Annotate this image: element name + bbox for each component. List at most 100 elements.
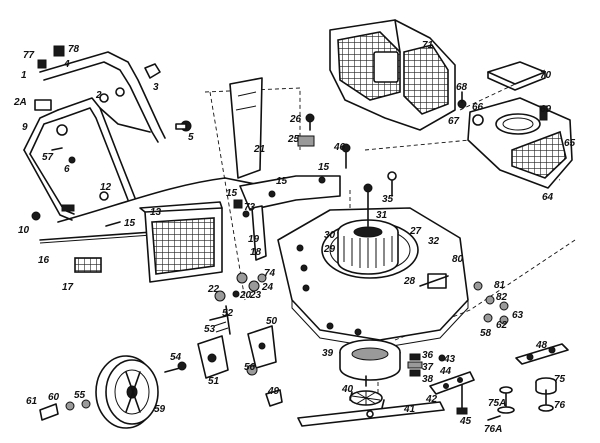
blade-carrier — [339, 339, 401, 381]
cable-and-rod — [39, 177, 271, 244]
part-label-75A: 75A — [488, 398, 506, 409]
blade-bracket — [429, 354, 475, 395]
wheel-height-adjuster — [197, 305, 277, 379]
part-label-67: 67 — [448, 116, 460, 127]
part-label-52: 52 — [222, 308, 234, 319]
part-label-16: 16 — [38, 255, 50, 266]
part-label-38: 38 — [422, 374, 434, 385]
part-label-74: 74 — [264, 268, 276, 279]
engine-cover-hood — [457, 91, 573, 189]
part-label-22: 22 — [207, 284, 220, 295]
part-label-28: 28 — [403, 276, 416, 287]
part-label-53: 53 — [204, 324, 216, 335]
part-label-61: 61 — [26, 396, 38, 407]
part-label-78: 78 — [68, 44, 80, 55]
wheel — [95, 355, 159, 429]
part-label-27: 27 — [409, 226, 422, 237]
part-label-15-d: 15 — [318, 162, 330, 173]
part-label-76: 76 — [554, 400, 566, 411]
part-label-48: 48 — [535, 340, 548, 351]
part-label-65: 65 — [564, 138, 576, 149]
part-label-59: 59 — [154, 404, 166, 415]
part-label-12: 12 — [100, 182, 112, 193]
part-label-57: 57 — [42, 152, 54, 163]
part-label-20: 20 — [239, 290, 252, 301]
cable-guide — [297, 113, 315, 147]
part-label-81: 81 — [494, 280, 506, 291]
warning-label-tag — [74, 257, 102, 273]
part-label-39: 39 — [322, 348, 334, 359]
part-label-36: 36 — [422, 350, 434, 361]
electric-motor — [337, 143, 399, 275]
rear-deflector — [229, 77, 263, 179]
part-label-50: 50 — [266, 316, 278, 327]
wheel-axle-parts — [39, 361, 283, 421]
part-label-69: 69 — [540, 104, 552, 115]
part-label-75: 75 — [554, 374, 566, 385]
part-label-2A: 2A — [13, 97, 27, 108]
part-label-31: 31 — [376, 210, 388, 221]
part-label-4: 4 — [63, 59, 70, 70]
part-label-37: 37 — [422, 362, 434, 373]
part-label-58: 58 — [480, 328, 492, 339]
part-label-2: 2 — [95, 90, 102, 101]
part-label-73: 73 — [244, 202, 256, 213]
part-label-13: 13 — [150, 207, 162, 218]
part-label-10: 10 — [18, 225, 30, 236]
part-label-66: 66 — [472, 102, 484, 113]
part-label-24: 24 — [261, 282, 274, 293]
part-label-45: 45 — [459, 416, 472, 427]
part-label-76A: 76A — [484, 424, 502, 435]
part-label-55: 55 — [74, 390, 86, 401]
part-label-29: 29 — [323, 244, 336, 255]
part-label-40: 40 — [341, 384, 354, 395]
part-label-30: 30 — [324, 230, 336, 241]
part-label-68: 68 — [456, 82, 468, 93]
part-label-42: 42 — [425, 394, 438, 405]
part-label-46: 46 — [333, 142, 346, 153]
part-label-54: 54 — [170, 352, 182, 363]
part-label-23: 23 — [249, 290, 262, 301]
fan-impeller — [349, 375, 385, 409]
part-label-82: 82 — [496, 292, 508, 303]
part-label-32: 32 — [428, 236, 440, 247]
part-label-51: 51 — [208, 376, 220, 387]
part-label-49: 49 — [267, 386, 280, 397]
part-label-9: 9 — [22, 122, 28, 133]
part-label-15-c: 15 — [276, 176, 288, 187]
part-label-1: 1 — [21, 70, 27, 81]
part-label-35: 35 — [382, 194, 394, 205]
part-label-71: 71 — [422, 40, 434, 51]
height-adjust-lever — [515, 343, 569, 365]
part-label-60: 60 — [48, 392, 60, 403]
part-label-21: 21 — [253, 144, 266, 155]
part-label-41: 41 — [403, 404, 416, 415]
grass-catcher-box — [329, 19, 456, 131]
part-label-80: 80 — [452, 254, 464, 265]
part-label-56: 56 — [244, 362, 256, 373]
part-label-70: 70 — [540, 70, 552, 81]
part-label-64: 64 — [542, 192, 554, 203]
part-label-6: 6 — [64, 164, 70, 175]
small-fasteners — [473, 281, 509, 325]
part-label-15-b: 15 — [226, 188, 238, 199]
part-label-44: 44 — [439, 366, 452, 377]
rear-axle-parts — [487, 377, 557, 421]
handle-bracket — [233, 175, 341, 261]
rear-flap — [139, 201, 223, 283]
switch-parts — [214, 199, 267, 302]
part-labels: 77 78 4 1 2 3 2A 5 9 57 6 12 10 15 16 17… — [13, 40, 576, 435]
part-label-43: 43 — [443, 354, 456, 365]
spacer-stack — [407, 353, 423, 377]
part-label-17: 17 — [62, 282, 74, 293]
part-label-19: 19 — [248, 234, 260, 245]
part-label-18: 18 — [250, 247, 262, 258]
part-label-77: 77 — [23, 50, 35, 61]
part-label-62: 62 — [496, 320, 508, 331]
part-label-63: 63 — [512, 310, 524, 321]
part-label-26: 26 — [289, 114, 302, 125]
part-label-15-a: 15 — [124, 218, 136, 229]
part-label-3: 3 — [153, 82, 159, 93]
part-label-25: 25 — [287, 134, 300, 145]
